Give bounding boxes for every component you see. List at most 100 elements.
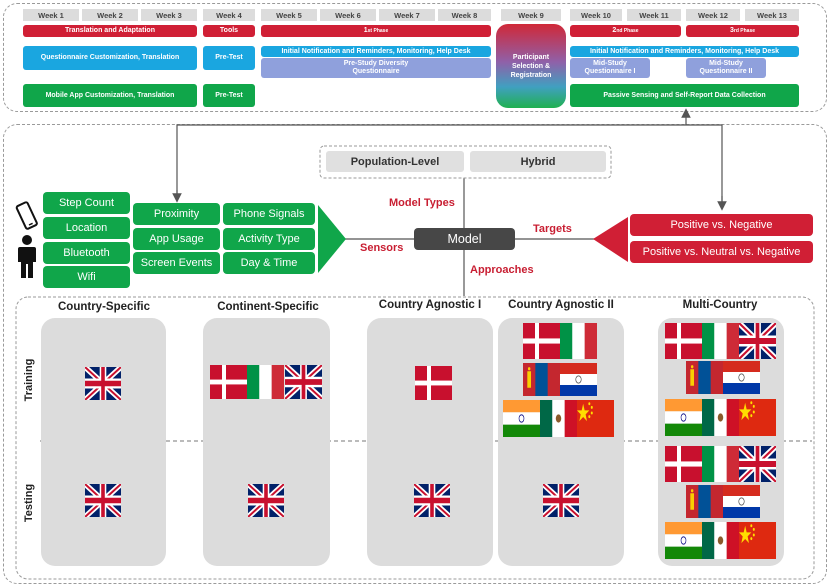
flag-uk-icon	[85, 484, 121, 517]
flag-denmark-icon	[665, 446, 702, 482]
phase-2-number: 2	[612, 27, 617, 34]
timeline-panel	[3, 3, 827, 112]
questionnaire-customization-bar: Questionnaire Customization, Translation	[23, 46, 197, 70]
sensor-step-count: Step Count	[43, 192, 130, 214]
week-8: Week 8	[438, 9, 491, 21]
approach-continent-specific: Continent-Specific	[217, 301, 319, 313]
flag-uk-icon	[248, 484, 284, 517]
sensors-label: Sensors	[360, 242, 404, 254]
sensor-phone-signals: Phone Signals	[223, 203, 315, 225]
week-10: Week 10	[570, 9, 622, 21]
pretest-bar-1: Pre-Test	[203, 46, 255, 70]
week-9: Week 9	[501, 9, 561, 21]
flag-mexico-icon	[540, 400, 577, 437]
flag-mongolia-icon	[523, 363, 560, 396]
initial-notification-bar-2: Initial Notification and Reminders, Moni…	[570, 46, 799, 57]
flag-mongolia-icon	[686, 361, 723, 394]
flag-india-icon	[665, 399, 702, 436]
flag-india-icon	[665, 522, 702, 559]
sensor-day-time: Day & Time	[223, 252, 315, 274]
week-12: Week 12	[686, 9, 740, 21]
approaches-label: Approaches	[470, 264, 534, 276]
training-label: Training	[23, 358, 35, 402]
week-5: Week 5	[261, 9, 317, 21]
mobile-app-customization-bar: Mobile App Customization, Translation	[23, 84, 197, 107]
flag-uk-icon	[739, 323, 776, 359]
testing-label: Testing	[23, 483, 35, 523]
mid-study-2-bar: Mid-Study Questionnaire II	[686, 58, 766, 78]
flag-uk-icon	[85, 367, 121, 400]
flag-denmark-icon	[523, 323, 560, 359]
panel-country-agnostic-2	[498, 318, 624, 566]
model-box: Model	[414, 228, 515, 250]
approach-multi-country: Multi-Country	[682, 299, 758, 311]
translation-adaptation-bar: Translation and Adaptation	[23, 25, 197, 37]
week-1: Week 1	[23, 9, 79, 21]
passive-sensing-bar: Passive Sensing and Self-Report Data Col…	[570, 84, 799, 107]
flag-italy-icon	[560, 323, 597, 359]
panel-continent-specific	[203, 318, 330, 566]
model-type-population-level: Population-Level	[326, 151, 464, 172]
approach-country-specific: Country-Specific	[57, 301, 150, 313]
flag-italy-icon	[247, 365, 284, 399]
flag-uk-icon	[414, 484, 450, 517]
week-6: Week 6	[320, 9, 376, 21]
phase-3-number: 3	[729, 27, 734, 34]
sensor-bluetooth: Bluetooth	[43, 242, 130, 264]
model-type-hybrid: Hybrid	[470, 151, 606, 172]
target-positive-neutral-negative: Positive vs. Neutral vs. Negative	[630, 241, 813, 263]
sensor-proximity: Proximity	[133, 203, 220, 225]
sensor-screen-events: Screen Events	[133, 252, 220, 274]
flag-mongolia-icon	[686, 485, 723, 518]
flag-italy-icon	[702, 446, 739, 482]
flag-china-icon	[739, 522, 776, 559]
week-4: Week 4	[203, 9, 255, 21]
phase-2-suffix: nd Phase	[616, 28, 639, 34]
smartphone-icon	[15, 201, 38, 230]
pre-study-diversity-bar: Pre-Study Diversity Questionnaire	[261, 58, 491, 78]
mid-study-1-bar: Mid-Study Questionnaire I	[570, 58, 650, 78]
week-3: Week 3	[141, 9, 197, 21]
target-positive-negative: Positive vs. Negative	[630, 214, 813, 236]
sensor-location: Location	[43, 217, 130, 239]
flag-paraguay-icon	[723, 485, 760, 518]
phase-3-suffix: rd Phase	[733, 28, 756, 34]
flag-uk-icon	[285, 365, 322, 399]
phase-1-number: 1	[363, 27, 368, 34]
targets-label: Targets	[533, 223, 572, 235]
person-icon	[18, 235, 36, 278]
sensor-activity-type: Activity Type	[223, 228, 315, 250]
panel-country-agnostic-1	[367, 318, 493, 566]
pretest-bar-2: Pre-Test	[203, 84, 255, 107]
phase-1-suffix: st Phase	[367, 28, 389, 34]
flag-china-icon	[739, 399, 776, 436]
sensor-wifi: Wifi	[43, 266, 130, 288]
week-2: Week 2	[82, 9, 138, 21]
sensor-app-usage: App Usage	[133, 228, 220, 250]
initial-notification-bar-1: Initial Notification and Reminders, Moni…	[261, 46, 491, 57]
flag-india-icon	[503, 400, 540, 437]
week-11: Week 11	[627, 9, 681, 21]
week-13: Week 13	[745, 9, 799, 21]
flag-denmark-icon	[665, 323, 702, 359]
flag-mexico-icon	[702, 522, 739, 559]
flag-denmark-icon	[210, 365, 247, 399]
flag-mexico-icon	[702, 399, 739, 436]
week-7: Week 7	[379, 9, 435, 21]
flag-uk-icon	[739, 446, 776, 482]
flag-denmark-icon	[415, 366, 452, 400]
flag-paraguay-icon	[560, 363, 597, 396]
flag-paraguay-icon	[723, 361, 760, 394]
approach-country-agnostic-1: Country Agnostic I	[378, 299, 482, 311]
flag-china-icon	[577, 400, 614, 437]
approach-country-agnostic-2: Country Agnostic II	[508, 299, 614, 311]
panel-country-specific	[41, 318, 166, 566]
participant-selection-box: Participant Selection & Registration	[496, 24, 566, 108]
flag-italy-icon	[702, 323, 739, 359]
flag-uk-icon	[543, 484, 579, 517]
tools-bar: Tools	[203, 25, 255, 37]
model-types-label: Model Types	[389, 197, 455, 209]
